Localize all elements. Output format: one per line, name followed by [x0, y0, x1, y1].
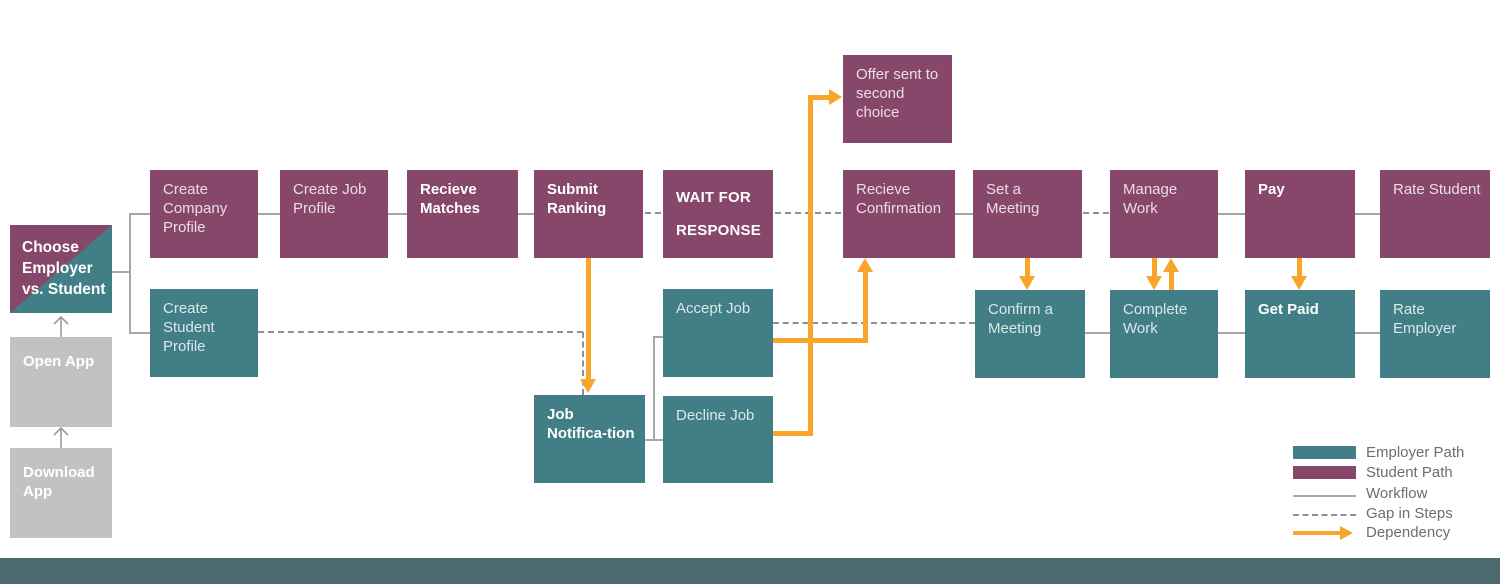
node-label: Complete Work: [1123, 301, 1188, 337]
legend-label-employer-path: Employer Path: [1366, 444, 1465, 461]
dependency-arrowhead-icon: [1146, 276, 1162, 290]
legend-label-dependency: Dependency: [1366, 524, 1451, 541]
legend-gap-line: [1293, 514, 1356, 516]
node-rate-student: Rate Student: [1380, 170, 1490, 258]
node-choose-employer-vs-student: Choose Employer vs. Student: [10, 225, 112, 313]
node-label: Accept Job: [676, 300, 751, 317]
node-label: Open App: [23, 353, 95, 370]
node-label: Offer sent to second choice: [856, 66, 939, 121]
workflow-line: [1218, 213, 1245, 215]
node-set-a-meeting: Set a Meeting: [973, 170, 1082, 258]
node-label: Get Paid: [1258, 301, 1319, 318]
legend-student-swatch: [1293, 466, 1356, 479]
node-label: Create Job Profile: [293, 181, 367, 217]
node-job-notification: Job Notifica-tion: [534, 395, 645, 483]
node-label: Recieve Confirmation: [856, 181, 942, 217]
workflow-line: [1218, 332, 1245, 334]
node-recieve-matches: Recieve Matches: [407, 170, 518, 258]
dependency-line: [1169, 272, 1174, 290]
node-label: Pay: [1258, 181, 1285, 198]
workflow-line: [518, 213, 534, 215]
node-label: Create Company Profile: [163, 181, 228, 236]
node-open-app: Open App: [10, 337, 112, 427]
node-offer-sent-to-second-choice: Offer sent to second choice: [843, 55, 952, 143]
node-submit-ranking: Submit Ranking: [534, 170, 643, 258]
gap-line: [773, 322, 975, 324]
workflow-line: [131, 213, 150, 215]
legend-label-student-path: Student Path: [1366, 464, 1453, 481]
dependency-line: [863, 271, 868, 343]
legend-label-workflow: Workflow: [1366, 485, 1428, 502]
node-label: Download App: [23, 464, 95, 500]
node-recieve-confirmation: Recieve Confirmation: [843, 170, 955, 258]
footer-bar: [0, 558, 1500, 584]
node-label: Recieve Matches: [420, 181, 481, 217]
workflow-line: [258, 213, 280, 215]
arrow-up-icon: [53, 315, 69, 337]
workflow-line: [129, 213, 131, 334]
dependency-arrowhead-icon: [1019, 276, 1035, 290]
node-label: Rate Student: [1393, 181, 1481, 198]
workflow-line: [112, 271, 131, 273]
node-pay: Pay: [1245, 170, 1355, 258]
node-create-job-profile: Create Job Profile: [280, 170, 388, 258]
workflow-line: [388, 213, 407, 215]
node-label: Choose Employer vs. Student: [22, 239, 106, 298]
node-accept-job: Accept Job: [663, 289, 773, 377]
workflow-line: [131, 332, 150, 334]
gap-line: [582, 332, 584, 395]
legend-dependency-arrow: [1293, 531, 1340, 535]
workflow-line: [1355, 332, 1380, 334]
node-complete-work: Complete Work: [1110, 290, 1218, 378]
dependency-line: [808, 95, 813, 436]
workflow-line: [1355, 213, 1380, 215]
dependency-line: [1152, 258, 1157, 277]
dependency-arrowhead-icon: [1291, 276, 1307, 290]
workflow-line: [655, 336, 663, 338]
node-label: Confirm a Meeting: [988, 301, 1054, 337]
dependency-arrowhead-icon: [829, 89, 842, 105]
node-get-paid: Get Paid: [1245, 290, 1355, 378]
dependency-line: [773, 338, 866, 343]
arrow-up-icon: [53, 426, 69, 448]
gap-line: [258, 331, 583, 333]
dependency-line: [813, 95, 829, 100]
dependency-arrowhead-icon: [580, 379, 596, 393]
node-label: WAIT FOR RESPONSE: [676, 189, 761, 239]
legend-label-gap-in-steps: Gap in Steps: [1366, 505, 1453, 522]
node-download-app: Download App: [10, 448, 112, 538]
node-label: Decline Job: [676, 407, 755, 424]
node-create-company-profile: Create Company Profile: [150, 170, 258, 258]
gap-line: [1083, 212, 1109, 214]
dependency-line: [586, 258, 591, 380]
legend-employer-swatch: [1293, 446, 1356, 459]
node-label: Set a Meeting: [986, 181, 1040, 217]
node-label: Rate Employer: [1393, 301, 1457, 337]
node-decline-job: Decline Job: [663, 396, 773, 483]
node-label: Create Student Profile: [163, 300, 215, 355]
legend-dependency-arrowhead-icon: [1340, 526, 1353, 540]
workflow-line: [955, 213, 973, 215]
legend-workflow-line: [1293, 495, 1356, 497]
node-label: Manage Work: [1123, 181, 1178, 217]
node-create-student-profile: Create Student Profile: [150, 289, 258, 377]
gap-line: [645, 212, 661, 214]
node-label: Submit Ranking: [547, 181, 607, 217]
dependency-arrowhead-icon: [1163, 258, 1179, 272]
dependency-line: [1297, 258, 1302, 277]
workflow-line: [653, 336, 655, 441]
node-label: Job Notifica-tion: [547, 406, 635, 442]
node-manage-work: Manage Work: [1110, 170, 1218, 258]
node-rate-employer: Rate Employer: [1380, 290, 1490, 378]
dependency-arrowhead-icon: [857, 258, 873, 272]
workflow-line: [1085, 332, 1110, 334]
node-wait-for-response: WAIT FOR RESPONSE: [663, 170, 773, 258]
node-confirm-a-meeting: Confirm a Meeting: [975, 290, 1085, 378]
dependency-line: [773, 431, 813, 436]
dependency-line: [1025, 258, 1030, 277]
